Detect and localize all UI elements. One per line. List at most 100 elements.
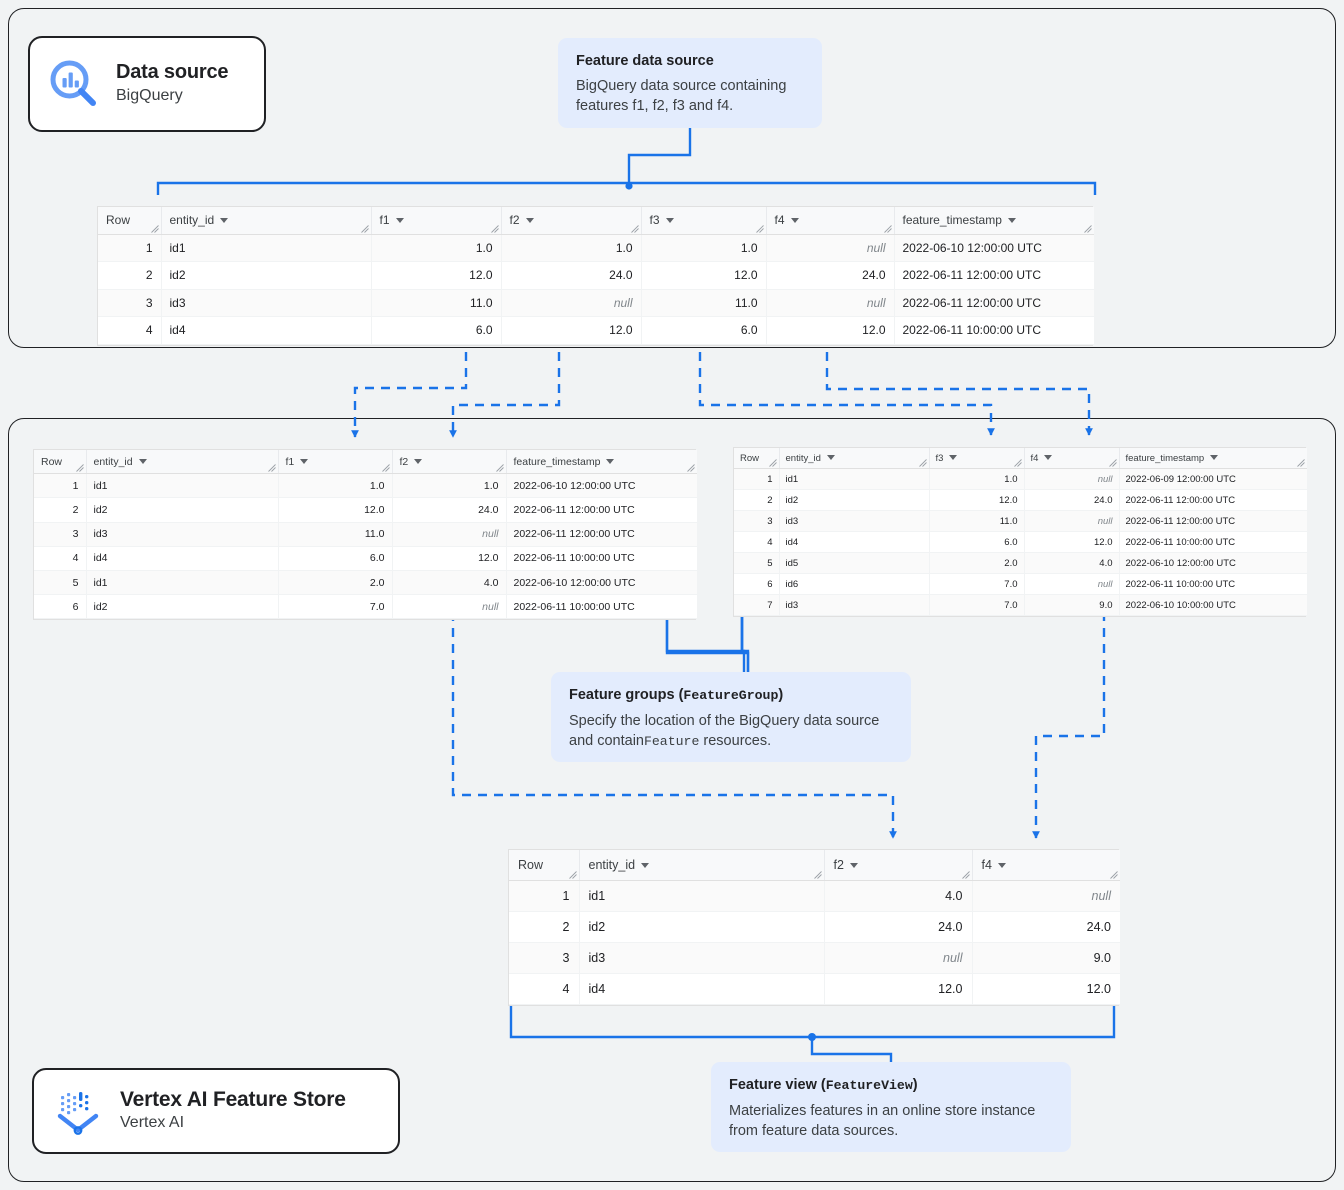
column-resize-grip[interactable] xyxy=(150,224,159,233)
column-resize-grip[interactable] xyxy=(1013,459,1022,467)
column-resize-grip[interactable] xyxy=(1110,871,1118,879)
column-resize-grip[interactable] xyxy=(75,464,84,473)
table-cell: id4 xyxy=(779,531,930,553)
column-header-Row[interactable]: Row xyxy=(509,850,580,881)
chevron-down-icon[interactable] xyxy=(1007,218,1016,224)
chevron-down-icon[interactable] xyxy=(641,863,650,868)
table-cell: 12.0 xyxy=(766,316,895,345)
table-cell: 6 xyxy=(34,594,87,620)
column-resize-grip[interactable] xyxy=(755,224,764,233)
chevron-down-icon[interactable] xyxy=(790,218,799,224)
column-header-f2[interactable]: f2 xyxy=(501,207,642,235)
column-header-f3[interactable]: f3 xyxy=(641,207,767,235)
table-cell: 24.0 xyxy=(766,261,895,290)
column-resize-grip[interactable] xyxy=(490,224,499,233)
column-resize-grip[interactable] xyxy=(381,464,390,473)
chevron-down-icon[interactable] xyxy=(1044,454,1053,460)
table-cell: 2022-06-10 12:00:00 UTC xyxy=(506,473,697,499)
column-header-feature_timestamp[interactable]: feature_timestamp xyxy=(894,207,1094,235)
chevron-down-icon[interactable] xyxy=(1210,454,1219,460)
column-header-Row[interactable]: Row xyxy=(98,207,162,235)
column-header-f3[interactable]: f3 xyxy=(929,448,1025,469)
column-header-f4[interactable]: f4 xyxy=(972,850,1120,881)
column-header-Row[interactable]: Row xyxy=(734,448,780,469)
column-header-Row[interactable]: Row xyxy=(34,450,87,475)
column-header-f1[interactable]: f1 xyxy=(278,450,393,475)
vertex-ai-funnel-icon xyxy=(57,1092,99,1135)
column-header-feature_timestamp[interactable]: feature_timestamp xyxy=(1119,448,1307,469)
column-resize-grip[interactable] xyxy=(360,224,369,233)
callout-body-part1: Specify the location of the BigQuery dat… xyxy=(569,712,880,749)
column-header-f4[interactable]: f4 xyxy=(1024,448,1120,469)
null-value: null xyxy=(1097,578,1113,590)
table-cell: 2 xyxy=(34,497,87,523)
null-value: null xyxy=(613,295,633,310)
chevron-down-icon[interactable] xyxy=(665,218,674,224)
column-header-f4[interactable]: f4 xyxy=(766,207,895,235)
chevron-down-icon[interactable] xyxy=(849,863,858,868)
chevron-down-icon[interactable] xyxy=(826,454,835,460)
column-header-f2[interactable]: f2 xyxy=(392,450,507,475)
column-header-entity_id[interactable]: entity_id xyxy=(779,448,930,469)
column-header-entity_id[interactable]: entity_id xyxy=(86,450,279,475)
table-cell: 11.0 xyxy=(278,522,393,547)
chevron-down-icon[interactable] xyxy=(414,458,423,464)
column-header-entity_id[interactable]: entity_id xyxy=(579,850,825,881)
column-header-f1[interactable]: f1 xyxy=(371,207,502,235)
column-resize-grip[interactable] xyxy=(1297,459,1305,467)
table-cell: 2 xyxy=(98,261,162,290)
chevron-down-icon[interactable] xyxy=(138,458,147,464)
column-resize-grip[interactable] xyxy=(568,871,577,879)
column-resize-grip[interactable] xyxy=(1084,224,1092,233)
column-resize-grip[interactable] xyxy=(1108,459,1117,467)
column-resize-grip[interactable] xyxy=(813,871,822,879)
column-resize-grip[interactable] xyxy=(961,871,970,879)
chevron-down-icon[interactable] xyxy=(525,218,534,224)
column-resize-grip[interactable] xyxy=(495,464,504,473)
column-header-feature_timestamp[interactable]: feature_timestamp xyxy=(506,450,697,475)
chevron-down-icon[interactable] xyxy=(949,454,958,460)
chevron-down-icon[interactable] xyxy=(997,863,1006,868)
column-resize-grip[interactable] xyxy=(883,224,892,233)
column-header-f2[interactable]: f2 xyxy=(824,850,973,881)
null-value: null xyxy=(1097,473,1113,485)
column-resize-grip[interactable] xyxy=(768,459,777,467)
chevron-down-icon[interactable] xyxy=(220,218,229,224)
column-resize-grip[interactable] xyxy=(687,464,695,473)
table-cell: 6.0 xyxy=(641,316,767,345)
table-cell: 6 xyxy=(734,573,780,595)
column-header-entity_id[interactable]: entity_id xyxy=(161,207,372,235)
column-resize-grip[interactable] xyxy=(630,224,639,233)
table-cell: id3 xyxy=(579,942,825,974)
chevron-down-icon[interactable] xyxy=(606,458,615,464)
column-resize-grip[interactable] xyxy=(918,459,927,467)
chevron-down-icon[interactable] xyxy=(395,218,404,224)
column-resize-grip[interactable] xyxy=(267,464,276,473)
chevron-down-icon[interactable] xyxy=(300,458,309,464)
